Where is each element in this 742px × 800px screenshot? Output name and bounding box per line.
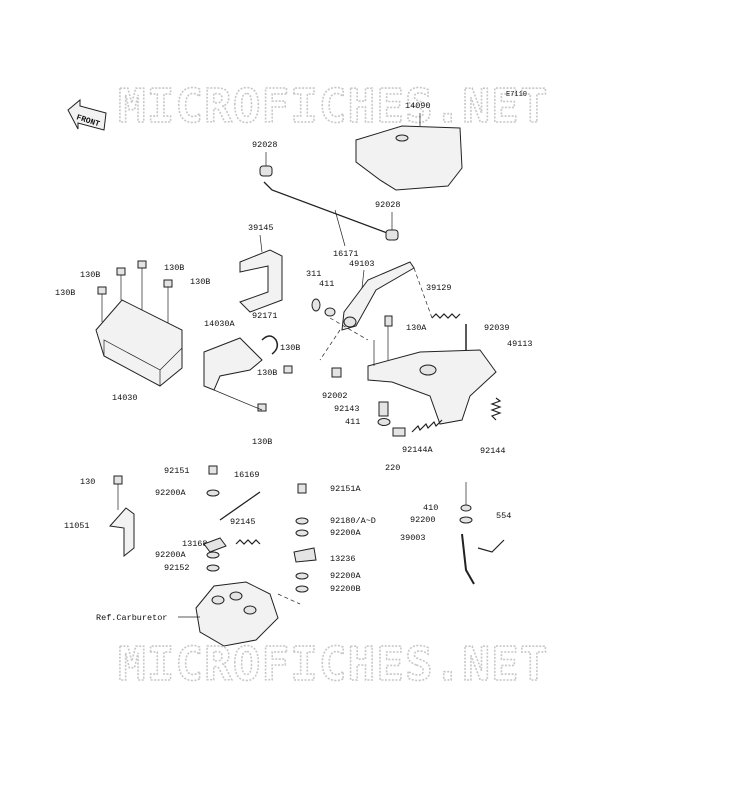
label-130: 130	[80, 477, 95, 487]
label-92151: 92151	[164, 466, 190, 476]
label-14090: 14090	[405, 101, 431, 111]
label-39003: 39003	[400, 533, 426, 543]
label-92143: 92143	[334, 404, 360, 414]
label-14030A: 14030A	[204, 319, 236, 329]
washer-92200A-4	[295, 572, 309, 580]
bolt-130B-5	[283, 365, 293, 374]
label-92200A-2: 92200A	[155, 550, 187, 560]
lever-13236	[293, 547, 317, 563]
washer-92152	[206, 564, 220, 572]
bolt-220	[392, 427, 406, 437]
label-92200B: 92200B	[330, 584, 361, 594]
cover-14090	[355, 113, 463, 191]
washer-92200A-2	[206, 551, 220, 559]
spring-92145	[235, 539, 261, 545]
bolt-130A	[384, 315, 393, 327]
label-92028-top: 92028	[252, 140, 278, 150]
label-130B-3: 130B	[190, 277, 210, 287]
label-49113: 49113	[507, 339, 533, 349]
washer-311	[311, 298, 321, 312]
label-130B-2: 130B	[164, 263, 184, 273]
label-130B-4: 130B	[55, 288, 75, 298]
plate-14030A	[203, 337, 263, 391]
nut-92002	[331, 367, 342, 378]
washer-411	[324, 307, 336, 317]
label-220: 220	[385, 463, 400, 473]
label-130A: 130A	[406, 323, 427, 333]
watermark-top: MICROFICHES.NET	[118, 79, 548, 133]
spring-39129	[431, 313, 461, 319]
clip-92028-bottom	[385, 212, 399, 241]
rod-39003	[461, 533, 475, 585]
diagram-code: E7110	[506, 91, 527, 99]
label-39129: 39129	[426, 283, 452, 293]
ref-carburetor-label: Ref.Carburetor	[96, 613, 167, 623]
label-92039: 92039	[484, 323, 510, 333]
clip-554	[477, 539, 505, 553]
bolt-130B-7	[257, 403, 267, 412]
label-13168: 13168	[182, 539, 208, 549]
collar-92143	[378, 401, 389, 417]
label-311: 311	[306, 269, 321, 279]
label-410: 410	[423, 503, 438, 513]
clamp-92171	[261, 335, 279, 355]
washer-92180	[295, 517, 309, 525]
washer-411-bottom	[377, 418, 391, 426]
washer-92200	[459, 516, 473, 524]
washer-410	[460, 504, 472, 512]
label-130B-1: 130B	[80, 270, 100, 280]
washer-92200B	[295, 585, 309, 593]
carburetor-body	[195, 581, 279, 647]
label-92200A-4: 92200A	[330, 571, 362, 581]
label-92200A-3: 92200A	[330, 528, 362, 538]
bracket-39145	[239, 249, 283, 313]
label-92180: 92180/A~D	[330, 516, 376, 526]
rod-16169	[219, 491, 261, 521]
washer-92200A-1	[206, 489, 220, 497]
label-411-bottom: 411	[345, 417, 360, 427]
label-554: 554	[496, 511, 511, 521]
label-92145: 92145	[230, 517, 256, 527]
bracket-11051	[109, 507, 135, 558]
bolt-130	[113, 475, 123, 485]
label-39145: 39145	[248, 223, 274, 233]
screw-92151	[208, 465, 218, 475]
label-16171: 16171	[333, 249, 359, 259]
label-411-top: 411	[319, 279, 334, 289]
label-92144: 92144	[480, 446, 506, 456]
label-92200: 92200	[410, 515, 436, 525]
label-92200A-1: 92200A	[155, 488, 187, 498]
spring-92144A	[411, 419, 443, 433]
label-16169: 16169	[234, 470, 260, 480]
housing-14030	[95, 299, 183, 387]
washer-92200A-3	[295, 529, 309, 537]
screw-92151A	[297, 483, 307, 494]
front-arrow-icon: FRONT	[67, 98, 107, 131]
label-11051: 11051	[64, 521, 90, 531]
label-130B-5: 130B	[280, 343, 300, 353]
clip-92028-top	[259, 152, 273, 177]
label-92171: 92171	[252, 311, 278, 321]
plate-49113	[367, 340, 497, 425]
label-92151A: 92151A	[330, 484, 362, 494]
label-13236: 13236	[330, 554, 356, 564]
label-92028-bottom: 92028	[375, 200, 401, 210]
label-49103: 49103	[349, 259, 375, 269]
lever-49103	[341, 261, 415, 331]
label-130B-7: 130B	[252, 437, 272, 447]
watermark-bottom: MICROFICHES.NET	[118, 637, 548, 691]
label-92152: 92152	[164, 563, 190, 573]
label-92144A: 92144A	[402, 445, 434, 455]
label-14030: 14030	[112, 393, 138, 403]
label-130B-6: 130B	[257, 368, 277, 378]
label-92002: 92002	[322, 391, 348, 401]
lever-13168	[203, 537, 227, 553]
rod-16171	[263, 181, 391, 235]
spring-92144	[490, 397, 502, 421]
bolt-130B-set	[97, 260, 173, 328]
